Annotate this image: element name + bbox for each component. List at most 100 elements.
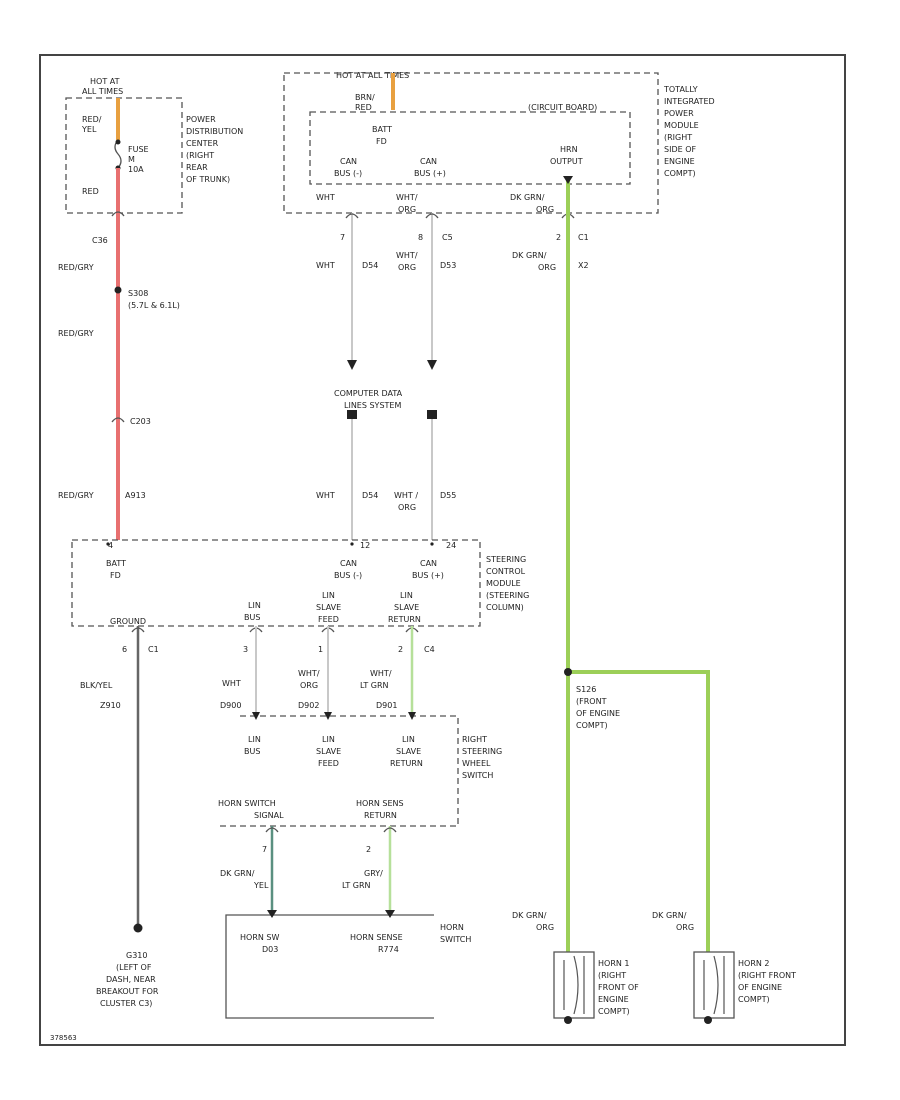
svg-text:REAR: REAR [186, 163, 208, 172]
svg-text:COMPUTER DATA: COMPUTER DATA [334, 389, 403, 398]
cds-wire-d54: D54 [362, 491, 378, 500]
svg-text:S308: S308 [128, 289, 148, 298]
pdc-label: POWER DISTRIBUTION CENTER (RIGHT REAR OF… [186, 115, 243, 184]
wire-label-whtorg: WHT/ ORG [396, 251, 418, 272]
svg-text:INTEGRATED: INTEGRATED [664, 97, 715, 106]
horn-switch-terminal-2 [385, 910, 395, 918]
sccm-batt-fd-label: BATT FD [106, 559, 126, 580]
wire-label-whtltgrn: WHT/ LT GRN [360, 669, 392, 690]
rsws-terminal-2 [324, 712, 332, 720]
svg-text:DISTRIBUTION: DISTRIBUTION [186, 127, 243, 136]
horn-2-icon [693, 951, 735, 1019]
svg-text:GRY/: GRY/ [364, 869, 383, 878]
svg-text:SIGNAL: SIGNAL [254, 811, 284, 820]
svg-text:(RIGHT: (RIGHT [664, 133, 692, 142]
svg-text:ORG: ORG [538, 263, 556, 272]
rsws-pin-7: 7 [262, 845, 267, 854]
svg-text:D03: D03 [262, 945, 278, 954]
svg-text:COLUMN): COLUMN) [486, 603, 524, 612]
splice-s308-dot [114, 286, 122, 294]
svg-text:YEL: YEL [81, 125, 97, 134]
pdc-wire-bottom-label: RED [82, 187, 99, 196]
svg-text:CAN: CAN [420, 559, 437, 568]
svg-text:(RIGHT: (RIGHT [598, 971, 626, 980]
rsws-lin-slave-feed-label: LIN SLAVE FEED [316, 735, 341, 768]
svg-text:BATT: BATT [106, 559, 126, 568]
svg-text:WHT/: WHT/ [396, 193, 418, 202]
svg-text:DK GRN/: DK GRN/ [510, 193, 545, 202]
svg-text:STEERING: STEERING [462, 747, 502, 756]
svg-text:MODULE: MODULE [664, 121, 699, 130]
horn-sw-d03-label: HORN SW D03 [240, 933, 279, 954]
c5-pin-7: 7 [340, 233, 345, 242]
c5-connector-label: C5 [442, 233, 453, 242]
svg-text:COMPT): COMPT) [576, 721, 608, 730]
svg-text:HORN SWITCH: HORN SWITCH [218, 799, 276, 808]
sccm-pin-12: 12 [360, 541, 370, 550]
splice-s126-label: S126 (FRONT OF ENGINE COMPT) [576, 685, 620, 730]
sccm-gnd-pin: 6 [122, 645, 127, 654]
sccm-lin-bus-label: LIN BUS [244, 601, 261, 622]
horn1-wire-label: DK GRN/ ORG [512, 911, 554, 932]
svg-text:M: M [128, 155, 135, 164]
wire-label-blkyel: BLK/YEL [80, 681, 113, 690]
steering-control-module-box [71, 539, 481, 627]
svg-text:HORN SENS: HORN SENS [356, 799, 404, 808]
circuit-board-label: (CIRCUIT BOARD) [528, 103, 597, 112]
wire-label-redgry-2: RED/GRY [58, 329, 94, 338]
svg-text:ORG: ORG [398, 205, 416, 214]
rsws-lin-bus-label: LIN BUS [244, 735, 261, 756]
svg-text:TOTALLY: TOTALLY [663, 85, 698, 94]
circuit-board-box [309, 111, 631, 185]
wire-code-d902: D902 [298, 701, 319, 710]
wire-dkgrn-org-branch [568, 670, 710, 952]
rsws-wire-grylt-label: GRY/ LT GRN [342, 869, 383, 890]
svg-text:(RIGHT FRONT: (RIGHT FRONT [738, 971, 796, 980]
cds-wire-whtorg: WHT / ORG [394, 491, 418, 512]
sccm-feed-pin: 1 [318, 645, 323, 654]
c5-pin-8: 8 [418, 233, 423, 242]
wire-label-whtorg-2: WHT/ ORG [298, 669, 320, 690]
svg-text:(5.7L & 6.1L): (5.7L & 6.1L) [128, 301, 180, 310]
svg-text:LIN: LIN [248, 601, 261, 610]
svg-text:ORG: ORG [536, 923, 554, 932]
svg-text:POWER: POWER [664, 109, 694, 118]
rsws-horn-switch-signal-label: HORN SWITCH SIGNAL [218, 799, 284, 820]
rsws-terminal-1 [252, 712, 260, 720]
svg-text:HOT AT: HOT AT [90, 77, 120, 86]
svg-text:SLAVE: SLAVE [396, 747, 421, 756]
svg-text:SLAVE: SLAVE [316, 603, 341, 612]
svg-text:HORN SW: HORN SW [240, 933, 279, 942]
svg-text:10A: 10A [128, 165, 144, 174]
wire-code-z910: Z910 [100, 701, 121, 710]
svg-text:RETURN: RETURN [388, 615, 421, 624]
sccm-lin-slave-feed-label: LIN SLAVE FEED [316, 591, 341, 624]
svg-text:BUS: BUS [244, 613, 260, 622]
svg-text:POWER: POWER [186, 115, 216, 124]
svg-text:CLUSTER C3): CLUSTER C3) [100, 999, 152, 1008]
sccm-can-bus-plus-label: CAN BUS (+) [412, 559, 444, 580]
diagram-frame [39, 54, 846, 1046]
sccm-pin-4: 4 [108, 541, 113, 550]
svg-text:LIN: LIN [402, 735, 415, 744]
wire-label-redgry-1: RED/GRY [58, 263, 94, 272]
svg-text:MODULE: MODULE [486, 579, 521, 588]
horn-1-icon [553, 951, 595, 1019]
svg-text:BATT: BATT [372, 125, 392, 134]
svg-text:WHT /: WHT / [394, 491, 418, 500]
wire-code-a913: A913 [125, 491, 146, 500]
svg-text:SWITCH: SWITCH [462, 771, 493, 780]
svg-text:LIN: LIN [400, 591, 413, 600]
svg-text:CONTROL: CONTROL [486, 567, 526, 576]
svg-text:(RIGHT: (RIGHT [186, 151, 214, 160]
svg-text:YEL: YEL [253, 881, 269, 890]
wire-label-redgry-3: RED/GRY [58, 491, 94, 500]
svg-text:CAN: CAN [340, 157, 357, 166]
rsws-terminal-3 [408, 712, 416, 720]
sccm-return-conn: C4 [424, 645, 435, 654]
svg-text:DK GRN/: DK GRN/ [220, 869, 255, 878]
svg-text:DASH, NEAR: DASH, NEAR [106, 975, 156, 984]
rsws-horn-sense-return-label: HORN SENS RETURN [356, 799, 404, 820]
svg-text:BUS (-): BUS (-) [334, 169, 362, 178]
cds-terminal-1 [347, 410, 357, 419]
